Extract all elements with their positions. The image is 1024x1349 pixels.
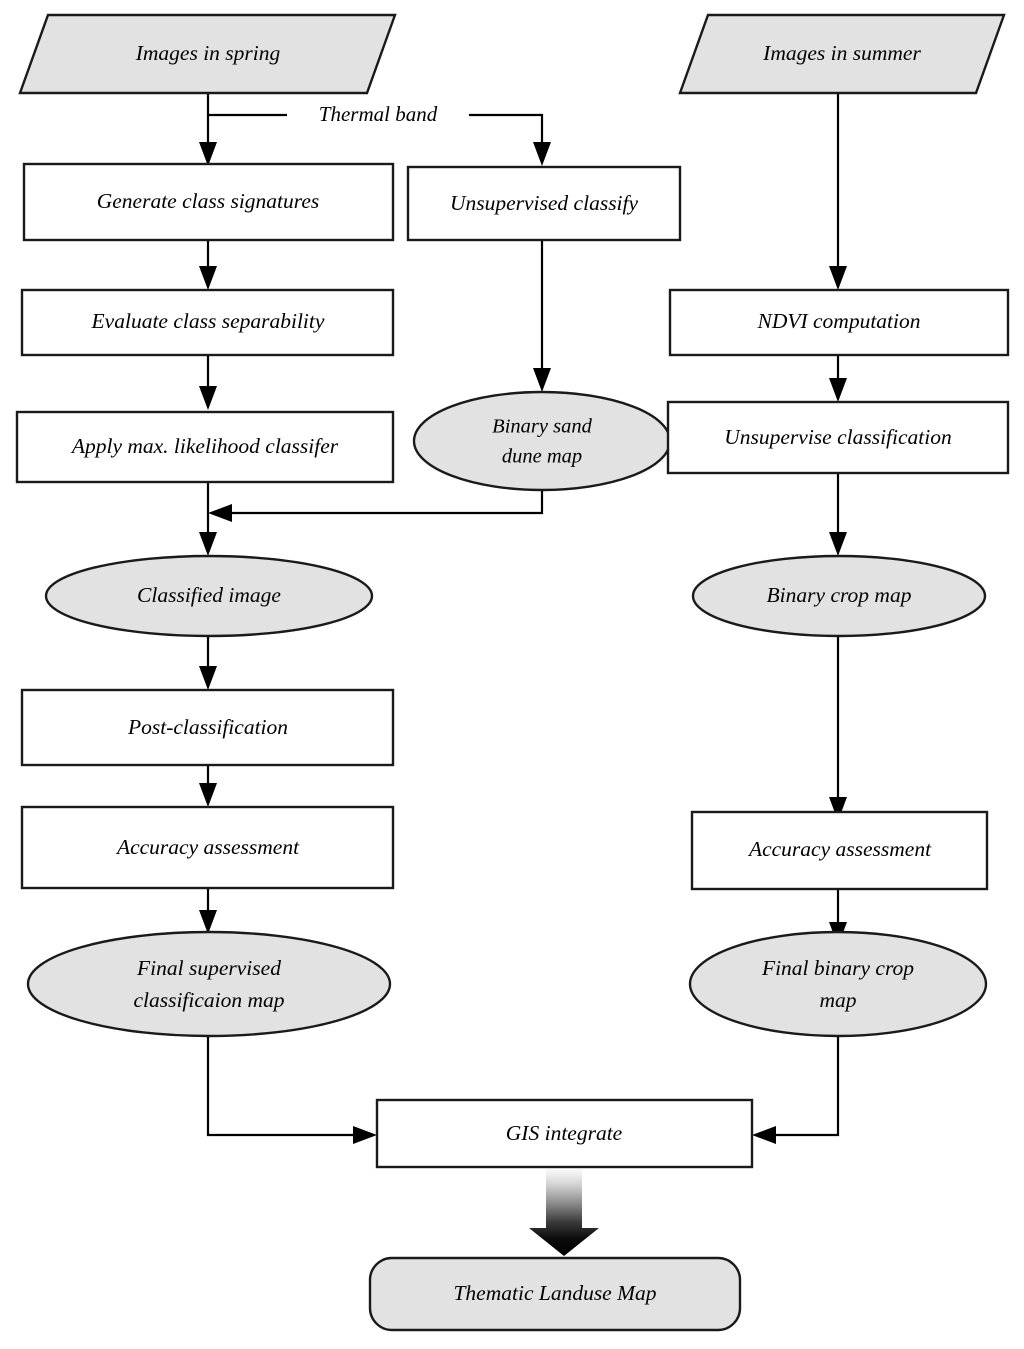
classified-image-label: Classified image [137,583,281,607]
post-classification-label: Post-classification [127,715,288,739]
node-final-binary-crop-map[interactable]: Final binary crop map [688,930,988,1038]
node-final-supervised-map[interactable]: Final supervised classificaion map [26,930,392,1038]
accuracy-assessment-right-label: Accuracy assessment [747,837,932,861]
edge-unsupervise-classification-to-binary-crop [829,473,847,556]
edge-post-classification-to-accuracy-left [199,765,217,807]
edge-classified-image-to-post-classification [199,635,217,690]
unsupervised-classify-shape[interactable] [406,165,682,242]
node-accuracy-assessment-right[interactable]: Accuracy assessment [690,810,989,891]
edge-label-thermal-band: Thermal band [319,102,438,126]
images-spring-shape[interactable] [18,13,397,95]
final-binary-crop-map-shape[interactable] [688,930,988,1038]
images-spring-label: Images in spring [135,41,281,65]
edge-final-supervised-to-gis [206,1035,377,1144]
accuracy-assessment-right-shape[interactable] [690,810,989,891]
unsupervise-classification-shape[interactable] [666,400,1010,475]
final-binary-crop-map-label-line2: map [819,988,856,1012]
generate-class-signatures-shape[interactable] [22,162,395,242]
apply-max-likelihood-classifier-shape[interactable] [15,410,395,484]
thematic-landuse-map-label: Thematic Landuse Map [453,1281,656,1305]
node-binary-sand-dune-map[interactable]: Binary sand dune map [412,390,672,492]
final-supervised-map-shape[interactable] [26,930,392,1038]
final-supervised-map-label-line2: classificaion map [133,988,284,1012]
binary-sand-dune-map-label-line2: dune map [502,446,582,468]
gradient-arrow-shape [529,1167,599,1256]
edge-evaluate-to-apply-classifier [199,355,217,410]
node-evaluate-class-separability[interactable]: Evaluate class separability [20,288,395,357]
ndvi-computation-label: NDVI computation [756,309,920,333]
node-generate-class-signatures[interactable]: Generate class signatures [22,162,395,242]
edge-final-binary-crop-to-gis [752,1035,840,1144]
binary-sand-dune-map-shape[interactable] [412,390,672,492]
node-unsupervised-classify[interactable]: Unsupervised classify [406,165,682,242]
node-images-spring[interactable]: Images in spring [18,13,397,95]
images-summer-label: Images in summer [762,41,921,65]
unsupervised-classify-label: Unsupervised classify [450,191,639,215]
node-post-classification[interactable]: Post-classification [20,688,395,767]
edge-binary-crop-to-accuracy-right [829,635,847,821]
evaluate-class-separability-shape[interactable] [20,288,395,357]
final-binary-crop-map-label-line1: Final binary crop [761,956,914,980]
node-binary-crop-map[interactable]: Binary crop map [691,554,987,638]
apply-max-likelihood-classifier-label: Apply max. likelihood classifer [70,434,339,458]
binary-sand-dune-map-label-line1: Binary sand [492,416,592,438]
node-images-summer[interactable]: Images in summer [678,13,1006,95]
thematic-landuse-map-shape[interactable] [368,1256,742,1332]
ndvi-computation-shape[interactable] [668,288,1010,357]
gis-integrate-shape[interactable] [375,1098,754,1169]
binary-crop-map-label: Binary crop map [767,583,912,607]
final-supervised-map-label-line1: Final supervised [136,956,281,980]
node-thematic-landuse-map[interactable]: Thematic Landuse Map [368,1256,742,1332]
post-classification-shape[interactable] [20,688,395,767]
unsupervise-classification-label: Unsupervise classification [724,425,952,449]
gis-integrate-label: GIS integrate [506,1121,623,1145]
edge-accuracy-left-to-final-supervised [199,888,217,934]
edge-spring-to-generate-signatures [199,93,217,166]
images-summer-shape[interactable] [678,13,1006,95]
node-classified-image[interactable]: Classified image [44,554,374,638]
edge-ndvi-to-unsupervise-classification [829,355,847,402]
edge-thermal-band-branch: Thermal band [208,101,551,166]
node-unsupervise-classification[interactable]: Unsupervise classification [666,400,1010,475]
node-accuracy-assessment-left[interactable]: Accuracy assessment [20,805,395,890]
node-apply-max-likelihood-classifier[interactable]: Apply max. likelihood classifer [15,410,395,484]
accuracy-assessment-left-label: Accuracy assessment [115,835,300,859]
edge-unsupervised-to-sand-dune [533,240,551,392]
generate-class-signatures-label: Generate class signatures [97,189,320,213]
binary-crop-map-shape[interactable] [691,554,987,638]
classified-image-shape[interactable] [44,554,374,638]
node-ndvi-computation[interactable]: NDVI computation [668,288,1010,357]
edge-generate-to-evaluate [199,240,217,290]
edge-sand-dune-to-trunk [208,490,544,522]
accuracy-assessment-left-shape[interactable] [20,805,395,890]
edge-summer-to-ndvi [829,93,847,290]
evaluate-class-separability-label: Evaluate class separability [91,309,325,333]
edge-gis-to-thematic-map-gradient [529,1167,599,1256]
thermal-band-label-backdrop [287,101,469,129]
edge-apply-classifier-to-classified-image [199,482,217,556]
node-gis-integrate[interactable]: GIS integrate [375,1098,754,1169]
